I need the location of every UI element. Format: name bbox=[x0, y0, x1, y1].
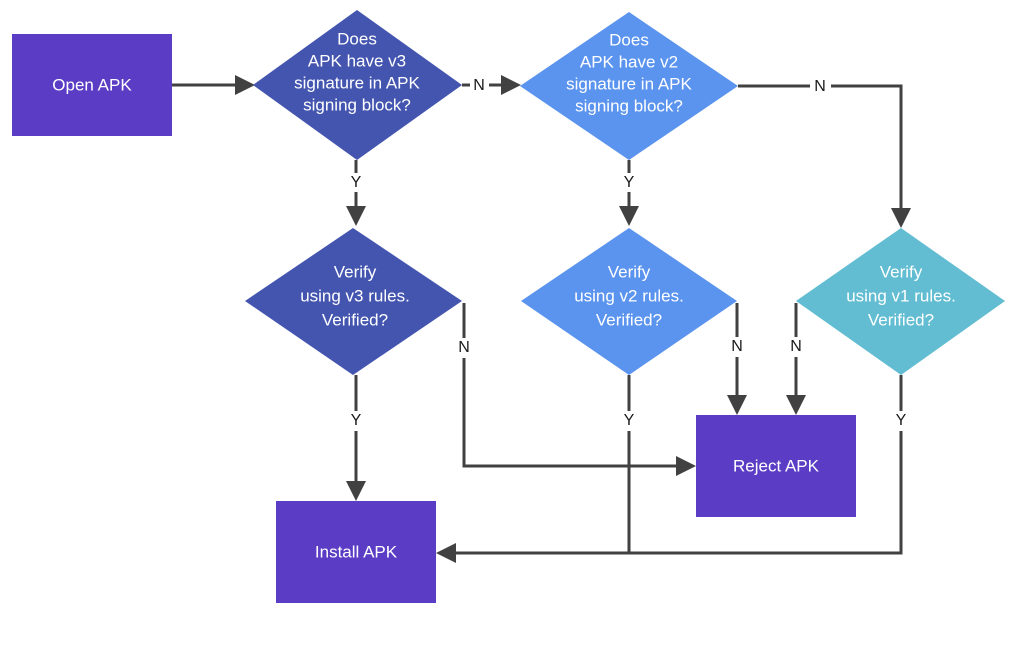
edge-verify-v2-to-install: Y bbox=[456, 375, 635, 555]
node-reject-apk[interactable]: Reject APK bbox=[696, 415, 856, 517]
verify-v2-diamond[interactable] bbox=[521, 228, 737, 375]
edge-label-verify-v3-n: N bbox=[458, 339, 470, 356]
edge-decision-v2-to-verify-v2: Y bbox=[619, 160, 639, 226]
edge-decision-v3-to-verify-v3: Y bbox=[346, 160, 366, 226]
node-open-apk[interactable]: Open APK bbox=[12, 34, 172, 136]
edge-label-v3-y: Y bbox=[351, 174, 362, 191]
decision-v3-diamond[interactable] bbox=[253, 10, 462, 160]
edge-verify-v3-to-install: Y bbox=[346, 375, 366, 501]
edge-label-verify-v1-y: Y bbox=[896, 412, 907, 429]
node-decision-v2[interactable]: Does APK have v2 signature in APK signin… bbox=[520, 12, 738, 160]
edge-label-v2-y: Y bbox=[624, 174, 635, 191]
verify-v3-diamond[interactable] bbox=[245, 228, 462, 375]
edge-open-apk-to-decision-v3 bbox=[172, 75, 255, 95]
edge-label-verify-v3-y: Y bbox=[351, 412, 362, 429]
node-install-apk[interactable]: Install APK bbox=[276, 501, 436, 603]
edge-verify-v2-to-reject: N bbox=[727, 303, 747, 415]
edge-label-verify-v2-n: N bbox=[731, 338, 743, 355]
edge-decision-v3-to-decision-v2: N bbox=[462, 75, 521, 95]
edge-label-v3-n: N bbox=[473, 77, 485, 94]
node-verify-v1[interactable]: Verify using v1 rules. Verified? bbox=[796, 228, 1005, 375]
open-apk-rect[interactable] bbox=[12, 34, 172, 136]
reject-apk-rect[interactable] bbox=[696, 415, 856, 517]
nodes-layer: Open APK Does APK have v3 signature in A… bbox=[12, 10, 1005, 603]
edge-verify-v1-to-reject: N bbox=[786, 303, 806, 415]
edge-arrow-into-install bbox=[436, 543, 456, 563]
edge-label-verify-v1-n: N bbox=[790, 338, 802, 355]
edge-label-verify-v2-y: Y bbox=[624, 412, 635, 429]
edge-decision-v2-to-verify-v1: N bbox=[738, 78, 911, 228]
verify-v1-diamond[interactable] bbox=[796, 228, 1005, 375]
node-verify-v2[interactable]: Verify using v2 rules. Verified? bbox=[521, 228, 737, 375]
node-decision-v3[interactable]: Does APK have v3 signature in APK signin… bbox=[253, 10, 462, 160]
edge-label-v2-n: N bbox=[814, 78, 826, 95]
decision-v2-diamond[interactable] bbox=[520, 12, 738, 160]
install-apk-rect[interactable] bbox=[276, 501, 436, 603]
node-verify-v3[interactable]: Verify using v3 rules. Verified? bbox=[245, 228, 462, 375]
